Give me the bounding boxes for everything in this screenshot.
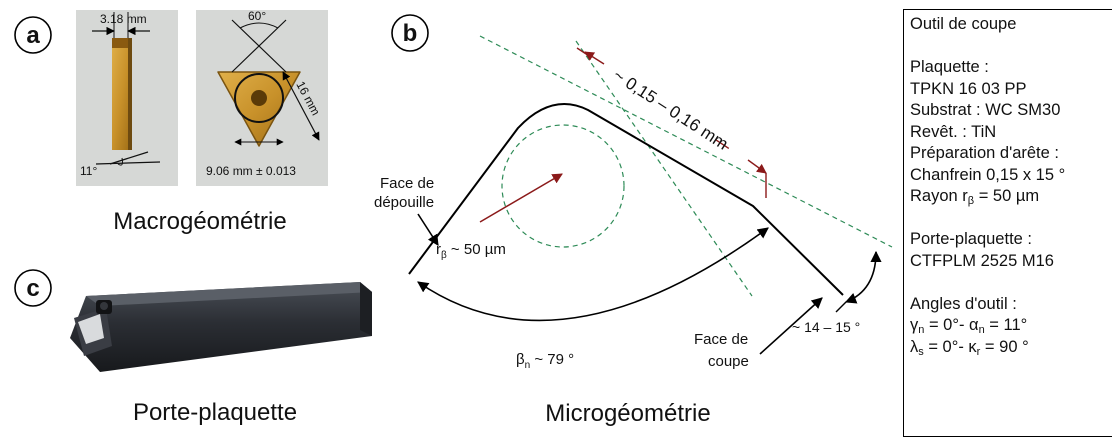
panel-a: a 3.18 mm 11° 60° bbox=[14, 9, 328, 235]
chamfer-normal-line bbox=[575, 40, 753, 297]
chamfer-angle-label: ~ 14 – 15 ° bbox=[792, 319, 860, 335]
caption-microgeometrie: Microgéométrie bbox=[545, 400, 710, 427]
panel-letter-circle-a bbox=[14, 16, 52, 54]
radius-arrow bbox=[479, 173, 563, 223]
face-depouille-arrow bbox=[417, 213, 439, 246]
info-angles-line1: γn = 0°- αn = 11° bbox=[910, 316, 1028, 336]
tool-holder-photo bbox=[70, 282, 372, 372]
rake-face-extension-line bbox=[479, 35, 893, 248]
panel-c: c Porte-plaquette bbox=[14, 269, 372, 426]
figure-canvas: a 3.18 mm 11° 60° bbox=[14, 9, 893, 427]
info-angles-heading: Angles d'outil : bbox=[910, 294, 1017, 313]
caption-porte-plaquette: Porte-plaquette bbox=[133, 399, 297, 426]
panel-letter-circle-b bbox=[391, 14, 429, 52]
panel-letter-a: a bbox=[26, 22, 40, 49]
face-coupe-label-line2: coupe bbox=[708, 353, 749, 370]
info-angles-line2: λs = 0°- κr = 90 ° bbox=[910, 337, 1029, 358]
face-depouille-label-line1: Face de bbox=[380, 175, 434, 192]
tool-info-box: Outil de coupe Plaquette : TPKN 16 03 PP… bbox=[903, 9, 1112, 437]
info-chamfer: Chanfrein 0,15 x 15 ° bbox=[910, 165, 1066, 184]
radius-label: rβ ~ 50 µm bbox=[436, 241, 506, 261]
face-coupe-arrow bbox=[759, 297, 823, 355]
insert-top-view-photo: 60° 16 mm 9.06 mm ± 0.013 bbox=[196, 9, 328, 186]
dim-angle-side-label: 11° bbox=[80, 164, 97, 178]
panel-letter-b: b bbox=[403, 20, 418, 47]
info-radius: Rayon rβ = 50 µm bbox=[910, 187, 1040, 207]
info-insert-ref: TPKN 16 03 PP bbox=[910, 79, 1027, 98]
wedge-angle-arc bbox=[417, 227, 769, 322]
wedge-angle-label: βn ~ 79 ° bbox=[516, 351, 574, 371]
info-holder-heading: Porte-plaquette : bbox=[910, 230, 1032, 248]
dim-angle-top-label: 60° bbox=[248, 9, 266, 23]
chamfer-width-label: ~ 0,15 – 0,16 mm bbox=[610, 65, 732, 153]
info-substrate: Substrat : WC SM30 bbox=[910, 101, 1061, 119]
edge-radius-circle bbox=[501, 124, 625, 248]
dim-width-label: 3.18 mm bbox=[100, 12, 147, 26]
info-edge-prep: Préparation d'arête : bbox=[910, 144, 1059, 162]
chamfer-angle-arc bbox=[844, 250, 882, 304]
caption-macrogeometrie: Macrogéométrie bbox=[113, 208, 286, 235]
panel-letter-circle-c bbox=[14, 269, 52, 307]
tool-edge-profile bbox=[408, 103, 844, 296]
panel-b: b ~ 0,15 – 0,16 mm rβ ~ 50 µm βn ~ 79 ° … bbox=[374, 14, 893, 427]
info-coating: Revêt. : TiN bbox=[910, 122, 997, 141]
info-insert-heading: Plaquette : bbox=[910, 58, 989, 76]
panel-letter-c: c bbox=[26, 275, 39, 302]
info-holder-ref: CTFPLM 2525 M16 bbox=[910, 251, 1054, 270]
dim-circle-label: 9.06 mm ± 0.013 bbox=[206, 164, 296, 178]
face-coupe-label-line1: Face de bbox=[694, 331, 748, 348]
info-title: Outil de coupe bbox=[910, 15, 1017, 33]
insert-side-view-photo: 3.18 mm 11° bbox=[76, 10, 178, 186]
face-depouille-label-line2: dépouille bbox=[374, 194, 434, 211]
